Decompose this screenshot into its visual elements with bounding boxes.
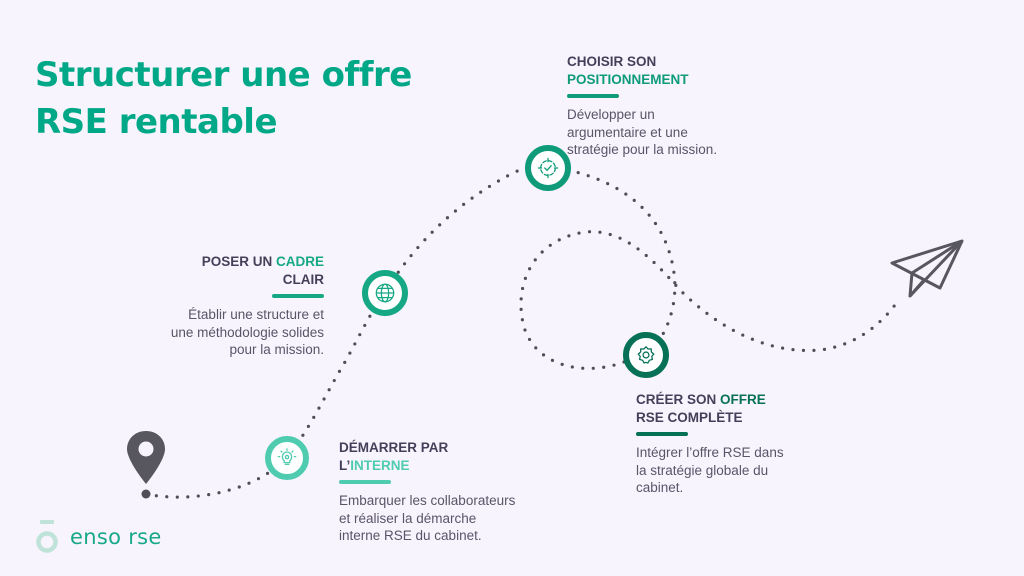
brand-name: enso rse — [70, 525, 162, 549]
step-heading: CHOISIR SON POSITIONNEMENT — [567, 54, 689, 87]
map-pin-icon — [127, 431, 165, 484]
title-line-1: Structurer une offre — [35, 55, 412, 95]
step-positionnement: CHOISIR SON POSITIONNEMENT Développer un… — [567, 53, 787, 159]
brand-logo: enso rse — [36, 519, 162, 555]
heading-highlight: POSITIONNEMENT — [567, 71, 689, 87]
heading-highlight: CADRE — [275, 254, 324, 269]
step-description: Développer un argumentaire et une straté… — [567, 107, 718, 157]
heading-highlight: OFFRE — [720, 392, 766, 407]
step-node-demarrer[interactable] — [265, 436, 309, 480]
step-cadre: POSER UN CADRE CLAIR Établir une structu… — [140, 253, 324, 359]
step-node-offre[interactable] — [623, 332, 669, 378]
step-description: Embarquer les collaborateurs et réaliser… — [339, 493, 516, 543]
step-offre: CRÉER SON OFFRE RSE COMPLÈTE Intégrer l’… — [636, 391, 836, 497]
step-node-positionnement[interactable] — [525, 145, 571, 191]
step-description: Intégrer l’offre RSE dans la stratégie g… — [636, 445, 784, 495]
step-heading: POSER UN CADRE CLAIR — [201, 254, 324, 287]
paper-plane-icon — [890, 239, 964, 298]
step-demarrer: DÉMARRER PAR L’INTERNE Embarquer les col… — [339, 439, 559, 545]
accent-bar — [272, 294, 324, 298]
heading-highlight: INTERNE — [350, 457, 410, 473]
step-heading: CRÉER SON OFFRE RSE COMPLÈTE — [636, 392, 766, 425]
step-description: Établir une structure et une méthodologi… — [170, 307, 324, 357]
accent-bar — [636, 432, 688, 436]
page-title: Structurer une offre RSE rentable — [35, 52, 412, 146]
accent-bar — [567, 94, 619, 98]
accent-bar — [339, 480, 391, 484]
globe-icon — [375, 283, 395, 303]
step-node-cadre[interactable] — [362, 270, 408, 316]
target-check-icon — [537, 157, 559, 179]
lightbulb-icon — [277, 448, 297, 466]
gear-badge-icon — [637, 346, 655, 364]
step-heading: DÉMARRER PAR L’INTERNE — [339, 440, 449, 473]
title-line-2: RSE rentable — [35, 102, 278, 142]
enso-logo-icon — [36, 520, 58, 553]
